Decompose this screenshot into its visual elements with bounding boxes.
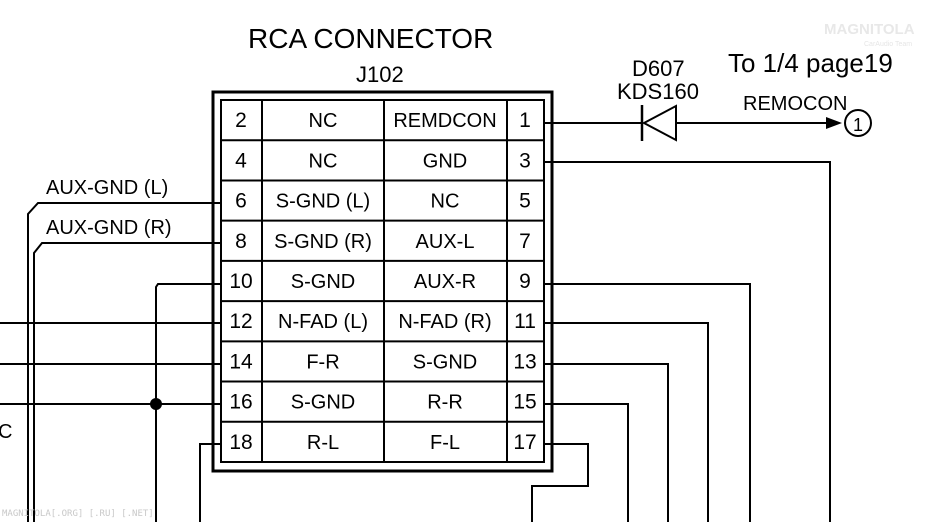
signal-label-right: GND [423, 150, 467, 172]
pin-number-left: 2 [235, 109, 247, 132]
pin-number-right: 5 [519, 190, 531, 213]
connector-inner-frame [220, 99, 545, 463]
pin-number-right: 11 [514, 310, 536, 333]
watermark-logo: MAGNITOLA [824, 21, 915, 38]
page-reference: To 1/4 page19 [728, 48, 893, 78]
pin-number-left: 18 [229, 431, 252, 454]
signal-label-right: AUX-R [414, 271, 476, 293]
signal-label-right: REMDCON [393, 110, 496, 132]
signal-label-right: F-L [430, 432, 460, 454]
pin-number-left: 8 [235, 230, 247, 253]
connector-ref: J102 [356, 62, 404, 87]
pin-number-right: 15 [513, 391, 536, 414]
pin-number-right: 17 [513, 431, 536, 454]
connector-outer-frame [211, 90, 554, 473]
diagram-title: RCA CONNECTOR [248, 23, 493, 54]
signal-label-left: S-GND (R) [274, 231, 372, 253]
off-page-connector [844, 109, 872, 137]
watermark-text: MAGNITOLA[.ORG] [.RU] [.NET] [2, 509, 154, 519]
pin-number-right: 3 [519, 149, 531, 172]
diode-symbol [641, 104, 677, 142]
left-wires [0, 202, 221, 522]
off-page-connector-label: 1 [853, 115, 863, 135]
signal-label-left: N-FAD (L) [278, 311, 368, 333]
pin-number-left: 12 [229, 310, 252, 333]
signal-label-left: S-GND [291, 271, 355, 293]
diode-part: KDS160 [617, 79, 699, 104]
pin-number-left: 10 [229, 270, 252, 293]
signal-label-left: F-R [306, 351, 339, 373]
aux-gnd-l-label: AUX-GND (L) [46, 177, 168, 199]
signal-label-right: AUX-L [416, 231, 475, 253]
aux-gnd-r-label: AUX-GND (R) [46, 217, 172, 239]
pin-number-left: 16 [229, 391, 252, 414]
pin-number-right: 13 [513, 350, 536, 373]
pin-number-right: 1 [519, 109, 531, 132]
signal-label-right: S-GND [413, 351, 477, 373]
junction-dot [150, 398, 162, 410]
signal-label-left: NC [309, 110, 338, 132]
row-dividers [221, 139, 544, 423]
signal-label-right: N-FAD (R) [398, 311, 491, 333]
signal-label-right: NC [431, 191, 460, 213]
pin-number-right: 9 [519, 270, 531, 293]
signal-label-left: R-L [307, 432, 339, 454]
signal-label-left: S-GND (L) [276, 191, 370, 213]
pin-number-left: 14 [229, 350, 253, 373]
watermark-logo-tag: CarAudio Team [864, 41, 912, 48]
pin-number-left: 4 [235, 149, 247, 172]
signal-label-left: S-GND [291, 392, 355, 414]
signal-label-left: NC [309, 150, 338, 172]
right-wires [531, 161, 831, 522]
arrow-icon [826, 117, 842, 129]
truncated-label: C [0, 421, 12, 443]
pin-number-left: 6 [235, 190, 247, 213]
signal-label-right: R-R [427, 392, 463, 414]
pin-number-right: 7 [519, 230, 531, 253]
remocon-label: REMOCON [743, 93, 847, 115]
diode-ref: D607 [632, 56, 685, 81]
